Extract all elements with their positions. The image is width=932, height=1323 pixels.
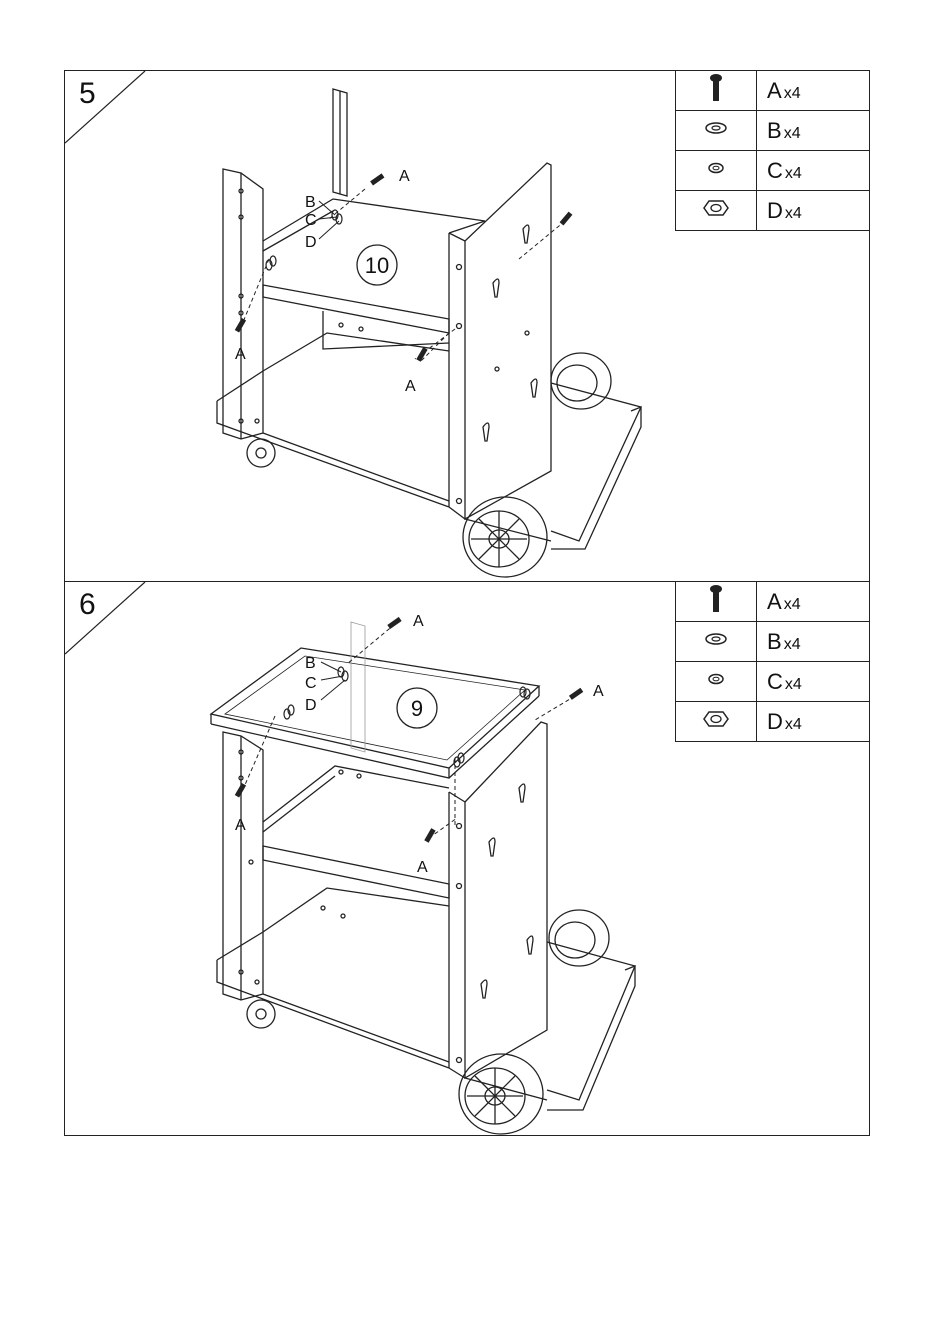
- callout-b: B: [305, 655, 316, 672]
- hardware-letter: A: [767, 78, 782, 103]
- part-number: 9: [411, 696, 423, 721]
- bolt-icon: [709, 585, 723, 613]
- callout-a: A: [593, 683, 604, 700]
- hardware-icon-cell: [676, 622, 757, 662]
- callout-b: B: [305, 194, 316, 211]
- hardware-icon-cell: [676, 151, 757, 191]
- hardware-qty: x4: [784, 596, 801, 613]
- callout-a: A: [417, 859, 428, 876]
- callout-d: D: [305, 697, 317, 714]
- hardware-qty: x4: [784, 636, 801, 653]
- hardware-icon-cell: [676, 702, 757, 742]
- callout-a: A: [405, 378, 416, 395]
- hardware-qty: x4: [785, 205, 802, 222]
- hardware-letter: B: [767, 118, 782, 143]
- bolt-icon: [709, 74, 723, 102]
- hex-nut-icon: [703, 199, 729, 217]
- spring-washer-icon: [706, 672, 726, 686]
- hardware-icon-cell: [676, 662, 757, 702]
- callout-a: A: [413, 613, 424, 630]
- hardware-icon-cell: [676, 191, 757, 231]
- flat-washer-icon: [704, 632, 728, 646]
- hardware-qty: x4: [784, 125, 801, 142]
- callout-a: A: [399, 168, 410, 185]
- hardware-qty: x4: [785, 165, 802, 182]
- step-5-panel: 5: [64, 70, 870, 582]
- hardware-letter: D: [767, 198, 783, 223]
- hardware-qty: x4: [785, 716, 802, 733]
- hardware-icon-cell: [676, 71, 757, 111]
- callout-c: C: [305, 212, 317, 229]
- hardware-icon-cell: [676, 582, 757, 622]
- step-6-panel: 6: [64, 581, 870, 1136]
- flat-washer-icon: [704, 121, 728, 135]
- spring-washer-icon: [706, 161, 726, 175]
- hardware-letter: A: [767, 589, 782, 614]
- callout-a: A: [235, 346, 246, 363]
- hardware-letter: D: [767, 709, 783, 734]
- callout-c: C: [305, 675, 317, 692]
- hardware-letter: B: [767, 629, 782, 654]
- hex-nut-icon: [703, 710, 729, 728]
- hardware-qty: x4: [785, 676, 802, 693]
- hardware-letter: C: [767, 669, 783, 694]
- part-number: 10: [365, 253, 389, 278]
- hardware-icon-cell: [676, 111, 757, 151]
- callout-a: A: [235, 817, 246, 834]
- callout-d: D: [305, 234, 317, 251]
- hardware-qty: x4: [784, 85, 801, 102]
- hardware-letter: C: [767, 158, 783, 183]
